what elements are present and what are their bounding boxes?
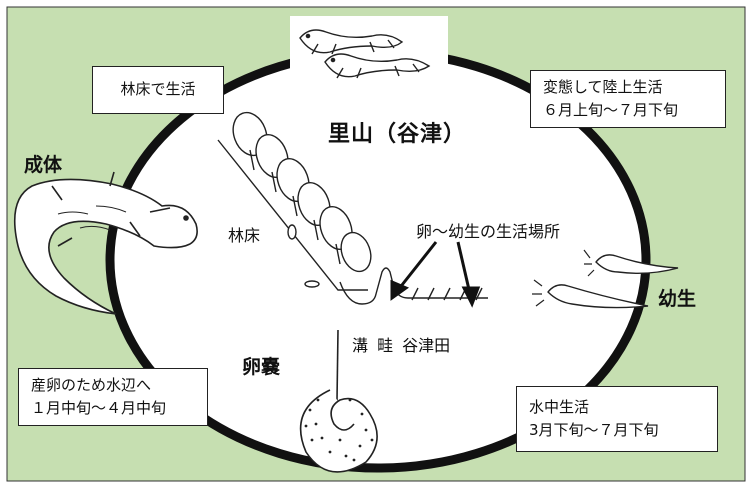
forest-life-box: 林床で生活 (92, 66, 224, 114)
adult-salamander-icon (13, 171, 198, 315)
larva-stage-label: 幼生 (658, 288, 697, 310)
habitat-arrows (390, 241, 481, 308)
metamorphosis-box: 変態して陸上生活 ６月上旬～７月下旬 (530, 70, 726, 128)
egg-sac-stage-label: 卵嚢 (242, 356, 281, 378)
spawning-line1: 産卵のため水辺へ (31, 376, 152, 394)
tree-icon (217, 111, 372, 291)
metamorphosis-line2: ６月上旬～７月下旬 (543, 101, 679, 119)
adult-stage-label: 成体 (24, 154, 63, 176)
forest-life-text: 林床で生活 (120, 80, 196, 98)
spawning-box: 産卵のため水辺へ １月中旬～４月中旬 (18, 368, 208, 426)
aquatic-life-box: 水中生活 3月下旬～７月下旬 (516, 386, 718, 452)
larva-icon (532, 249, 679, 309)
forest-floor-label: 林床 (228, 226, 261, 245)
diagram-title: 里山（谷津） (328, 122, 467, 147)
larva-habitat-label: 卵～幼生の生活場所 (416, 222, 561, 241)
inner-frame-line (6, 6, 746, 482)
spawning-line2: １月中旬～４月中旬 (31, 399, 167, 417)
metamorphosis-line1: 変態して陸上生活 (543, 78, 663, 96)
egg-sac-icon (299, 329, 378, 473)
aquatic-line1: 水中生活 (529, 398, 590, 416)
aquatic-line2: 3月下旬～７月下旬 (529, 421, 659, 439)
terrain-label: 溝 畦 谷津田 (352, 336, 451, 355)
juvenile-salamander-icon (290, 16, 448, 90)
